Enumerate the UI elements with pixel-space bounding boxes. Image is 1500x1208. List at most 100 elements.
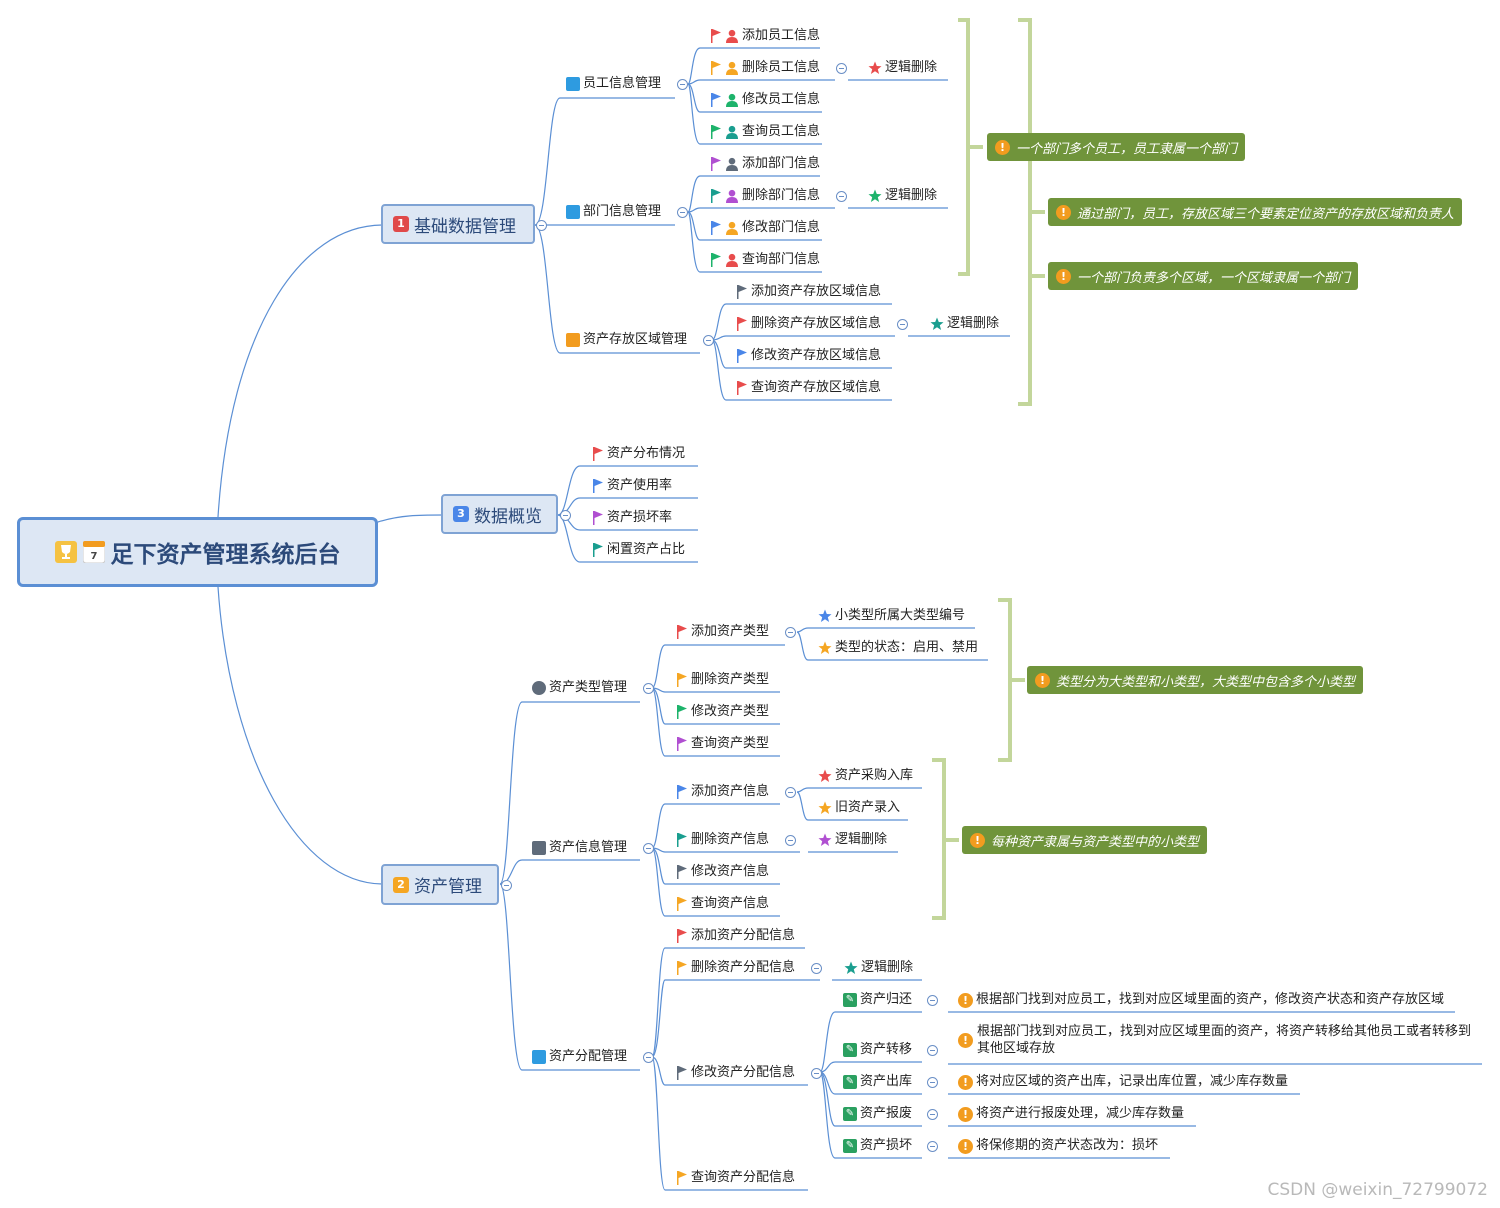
person-icon: [726, 29, 738, 43]
branch-basic-data[interactable]: 1 基础数据管理: [381, 204, 535, 244]
detail-node[interactable]: 逻辑删除: [818, 832, 887, 848]
leaf-label: 删除部门信息: [742, 188, 821, 203]
action-node[interactable]: ✎资产归还: [843, 992, 912, 1008]
note-callout: ! 一个部门负责多个区域，一个区域隶属一个部门: [1048, 262, 1359, 290]
collapse-toggle[interactable]: [927, 995, 938, 1006]
leaf-node[interactable]: 修改资产分配信息: [676, 1065, 795, 1081]
collapse-toggle[interactable]: [785, 787, 796, 798]
collapse-toggle[interactable]: [643, 683, 654, 694]
collapse-toggle[interactable]: [643, 843, 654, 854]
warning-icon: !: [970, 832, 985, 848]
flag-icon: [737, 317, 747, 331]
leaf-label: 删除资产信息: [691, 832, 770, 847]
branch-data-overview[interactable]: 3 数据概览: [441, 494, 558, 534]
detail-node[interactable]: 资产采购入库: [818, 768, 913, 784]
detail-node[interactable]: 类型的状态：启用、禁用: [818, 640, 978, 656]
collapse-toggle[interactable]: [836, 191, 847, 202]
leaf-node[interactable]: 添加资产信息: [676, 784, 769, 800]
collapse-toggle[interactable]: [703, 335, 714, 346]
flag-icon: [593, 543, 603, 557]
root-title: 足下资产管理系统后台: [110, 542, 341, 568]
leaf-label: 查询员工信息: [742, 124, 821, 139]
leaf-node[interactable]: 删除资产信息: [676, 832, 769, 848]
detail-node[interactable]: 逻辑删除: [844, 960, 913, 976]
flag-icon: [737, 285, 747, 299]
leaf-label: 添加部门信息: [742, 156, 821, 171]
leaf-node[interactable]: 删除资产类型: [676, 672, 769, 688]
detail-node[interactable]: 小类型所属大类型编号: [818, 608, 965, 624]
leaf-node[interactable]: 资产使用率: [592, 478, 672, 494]
leaf-node[interactable]: 修改资产类型: [676, 704, 769, 720]
collapse-toggle[interactable]: [836, 63, 847, 74]
flag-icon: [677, 865, 687, 879]
flag-icon: [677, 1171, 687, 1185]
cart-icon: [566, 333, 580, 347]
collapse-toggle[interactable]: [785, 835, 796, 846]
action-node[interactable]: ✎资产报废: [843, 1106, 912, 1122]
bar-chart-icon: [532, 841, 546, 855]
leaf-node[interactable]: 修改资产信息: [676, 864, 769, 880]
collapse-toggle[interactable]: [927, 1109, 938, 1120]
collapse-toggle[interactable]: [560, 510, 571, 521]
leaf-node[interactable]: 添加资产类型: [676, 624, 769, 640]
leaf-node[interactable]: 添加员工信息: [710, 28, 820, 44]
leaf-node[interactable]: 删除资产分配信息: [676, 960, 795, 976]
action-node[interactable]: ✎资产损坏: [843, 1138, 912, 1154]
collapse-toggle[interactable]: [643, 1052, 654, 1063]
collapse-toggle[interactable]: [785, 627, 796, 638]
action-label: 资产出库: [860, 1074, 913, 1089]
leaf-node[interactable]: 添加资产分配信息: [676, 928, 795, 944]
leaf-node[interactable]: 查询资产分配信息: [676, 1170, 795, 1186]
collapse-toggle[interactable]: [677, 79, 688, 90]
collapse-toggle[interactable]: [677, 207, 688, 218]
leaf-node[interactable]: 闲置资产占比: [592, 542, 685, 558]
leaf-node[interactable]: 修改资产存放区域信息: [736, 348, 881, 364]
leaf-node[interactable]: 查询资产类型: [676, 736, 769, 752]
leaf-node[interactable]: 查询部门信息: [710, 252, 820, 268]
leaf-label: 查询资产分配信息: [691, 1170, 796, 1185]
sub-employee-management[interactable]: 员工信息管理: [566, 76, 661, 92]
sub-asset-info-management[interactable]: 资产信息管理: [532, 840, 627, 856]
sub-asset-type-management[interactable]: 资产类型管理: [532, 680, 627, 696]
detail-node[interactable]: 逻辑删除: [868, 188, 937, 204]
action-node[interactable]: ✎资产转移: [843, 1042, 912, 1058]
pencil-icon: ✎: [843, 1043, 857, 1057]
detail-node[interactable]: 逻辑删除: [868, 60, 937, 76]
leaf-node[interactable]: 查询资产信息: [676, 896, 769, 912]
collapse-toggle[interactable]: [897, 319, 908, 330]
action-node[interactable]: ✎资产出库: [843, 1074, 912, 1090]
leaf-node[interactable]: 添加部门信息: [710, 156, 820, 172]
leaf-label: 删除资产存放区域信息: [751, 316, 882, 331]
sub-storage-area-management[interactable]: 资产存放区域管理: [566, 332, 687, 348]
branch-asset-management[interactable]: 2 资产管理: [381, 864, 499, 905]
leaf-node[interactable]: 修改员工信息: [710, 92, 820, 108]
detail-node[interactable]: 逻辑删除: [930, 316, 999, 332]
leaf-node[interactable]: 查询员工信息: [710, 124, 820, 140]
leaf-node[interactable]: 资产损坏率: [592, 510, 672, 526]
leaf-node[interactable]: 添加资产存放区域信息: [736, 284, 881, 300]
collapse-toggle[interactable]: [501, 880, 512, 891]
flag-icon: [677, 897, 687, 911]
collapse-toggle[interactable]: [811, 1068, 822, 1079]
sub-department-management[interactable]: 部门信息管理: [566, 204, 661, 220]
leaf-label: 闲置资产占比: [607, 542, 686, 557]
branch-label: 资产管理: [414, 877, 482, 897]
leaf-node[interactable]: 修改部门信息: [710, 220, 820, 236]
leaf-node[interactable]: 资产分布情况: [592, 446, 685, 462]
leaf-node[interactable]: 删除部门信息: [710, 188, 820, 204]
collapse-toggle[interactable]: [536, 220, 547, 231]
pencil-icon: ✎: [843, 1107, 857, 1121]
collapse-toggle[interactable]: [811, 963, 822, 974]
root-node[interactable]: 7 足下资产管理系统后台: [17, 517, 378, 587]
leaf-node[interactable]: 删除员工信息: [710, 60, 820, 76]
leaf-node[interactable]: 查询资产存放区域信息: [736, 380, 881, 396]
collapse-toggle[interactable]: [927, 1077, 938, 1088]
collapse-toggle[interactable]: [927, 1045, 938, 1056]
collapse-toggle[interactable]: [927, 1141, 938, 1152]
flag-icon: [711, 221, 721, 235]
detail-node[interactable]: 旧资产录入: [818, 800, 900, 816]
leaf-label: 查询资产信息: [691, 896, 770, 911]
leaf-node[interactable]: 删除资产存放区域信息: [736, 316, 881, 332]
detail-label: 逻辑删除: [947, 316, 1000, 331]
sub-asset-allocation-management[interactable]: 资产分配管理: [532, 1049, 627, 1065]
